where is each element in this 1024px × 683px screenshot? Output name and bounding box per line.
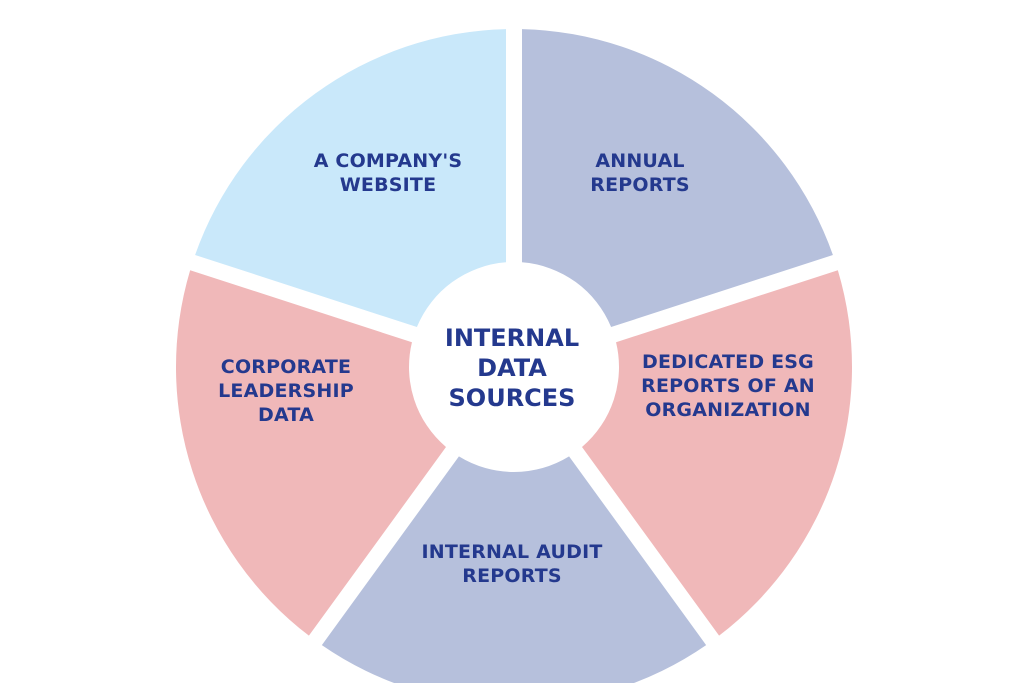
center-hub <box>413 266 615 468</box>
segment-label-line: A COMPANY'S <box>314 150 463 172</box>
segment-label-line: REPORTS <box>462 565 562 587</box>
segment-label-line: INTERNAL AUDIT <box>421 541 602 563</box>
segment-label-line: LEADERSHIP <box>218 380 354 402</box>
segment-corporate-leadership-data <box>175 270 446 636</box>
segment-label-line: REPORTS <box>590 174 690 196</box>
center-label-line: INTERNAL <box>445 324 579 352</box>
center-label-line: DATA <box>477 354 547 382</box>
segment-label-line: REPORTS OF AN <box>641 375 815 397</box>
segment-label-line: CORPORATE <box>221 356 351 378</box>
segment-company-website <box>195 29 507 328</box>
center-label-line: SOURCES <box>449 384 576 412</box>
segment-annual-reports <box>521 29 833 328</box>
segment-dedicated-esg-reports <box>582 270 853 636</box>
segment-label-line: DATA <box>258 404 314 426</box>
segments-layer <box>175 29 853 683</box>
segment-label-line: ORGANIZATION <box>645 399 811 421</box>
segment-label-line: WEBSITE <box>340 174 437 196</box>
segment-internal-audit-reports <box>321 456 707 683</box>
segment-label-line: DEDICATED ESG <box>642 351 814 373</box>
segment-label-line: ANNUAL <box>595 150 684 172</box>
